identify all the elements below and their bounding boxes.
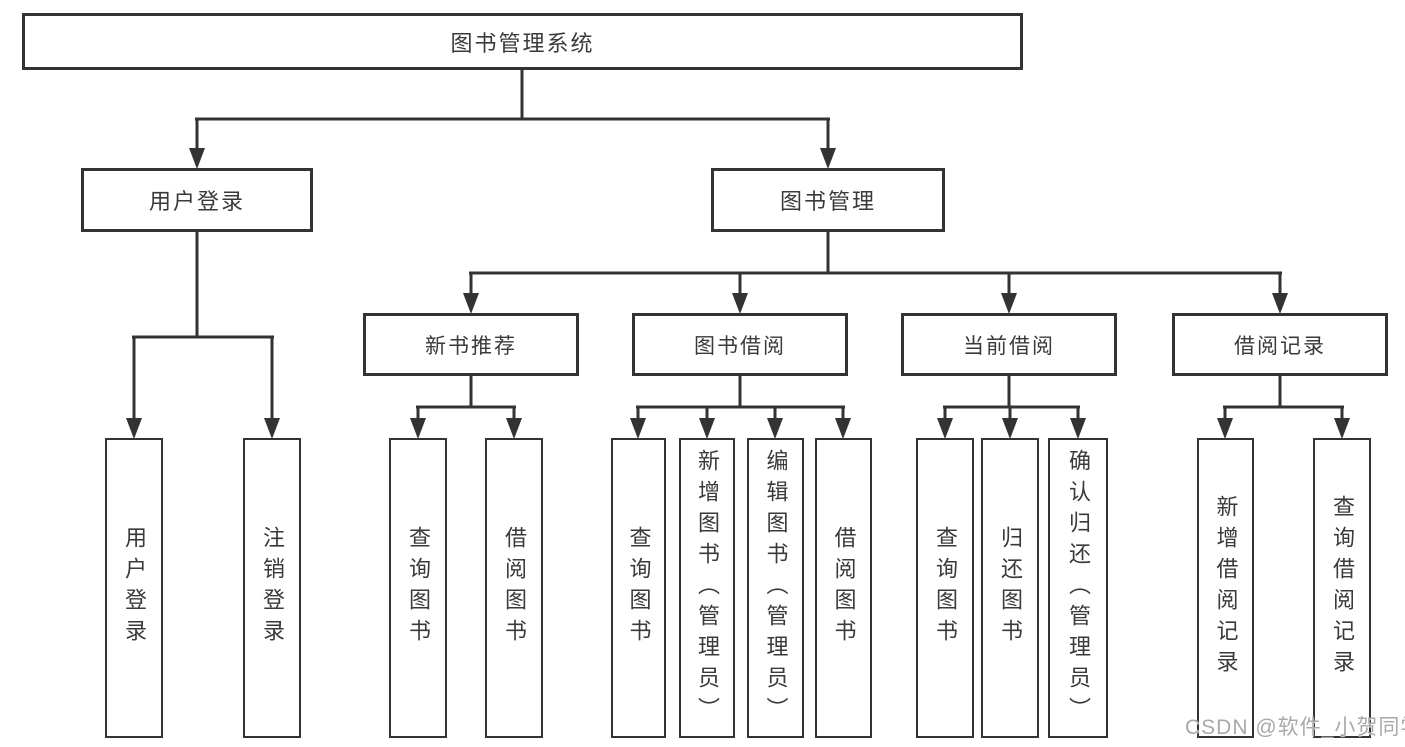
node-borrow-record-label: 借阅记录	[1234, 334, 1326, 358]
node-book-borrow: 图书借阅	[632, 313, 848, 376]
node-borrow-record: 借阅记录	[1172, 313, 1388, 376]
leaf-borrow-borrow-label: 借阅图书	[831, 526, 857, 650]
node-root-label: 图书管理系统	[450, 30, 595, 56]
node-user-login-label: 用户登录	[148, 189, 245, 214]
leaf-record-add: 新增借阅记录	[1197, 438, 1254, 738]
connector-bookborrow-to-leaves	[630, 376, 851, 439]
node-book-mgmt: 图书管理	[711, 168, 945, 232]
leaf-borrow-query-label: 查询图书	[626, 526, 652, 650]
leaf-borrow-edit: 编辑图书（管理员）	[747, 438, 804, 738]
node-new-book-label: 新书推荐	[425, 334, 517, 358]
leaf-current-return: 归还图书	[981, 438, 1039, 738]
leaf-newbook-query-label: 查询图书	[406, 526, 431, 650]
node-user-login: 用户登录	[81, 168, 313, 232]
leaf-borrow-query: 查询图书	[611, 438, 666, 738]
connector-currentborrow-to-leaves	[937, 376, 1086, 439]
leaf-logout-label: 注销登录	[260, 526, 285, 650]
node-current-borrow: 当前借阅	[901, 313, 1117, 376]
leaf-newbook-borrow-label: 借阅图书	[502, 526, 527, 650]
node-root: 图书管理系统	[22, 13, 1023, 70]
leaf-current-confirm-label: 确认归还（管理员）	[1066, 448, 1091, 728]
leaf-current-confirm: 确认归还（管理员）	[1048, 438, 1108, 738]
leaf-borrow-edit-label: 编辑图书（管理员）	[763, 448, 789, 728]
node-current-borrow-label: 当前借阅	[963, 334, 1055, 358]
connector-root-to-level2	[189, 70, 836, 169]
connector-borrowrecord-to-leaves	[1217, 376, 1350, 439]
node-new-book: 新书推荐	[363, 313, 579, 376]
leaf-user-login-label: 用户登录	[122, 526, 147, 650]
leaf-current-query-label: 查询图书	[933, 526, 958, 650]
leaf-newbook-borrow: 借阅图书	[485, 438, 543, 738]
node-book-mgmt-label: 图书管理	[779, 189, 876, 214]
leaf-record-query-label: 查询借阅记录	[1330, 495, 1355, 681]
connector-newbook-to-leaves	[410, 376, 522, 439]
leaf-borrow-add: 新增图书（管理员）	[679, 438, 735, 738]
leaf-newbook-query: 查询图书	[389, 438, 447, 738]
leaf-record-add-label: 新增借阅记录	[1213, 495, 1239, 681]
leaf-current-query: 查询图书	[916, 438, 974, 738]
connector-bookmgmt-to-level3	[463, 232, 1288, 314]
connector-userlogin-to-leaves	[126, 232, 280, 439]
leaf-user-login: 用户登录	[105, 438, 163, 738]
leaf-current-return-label: 归还图书	[998, 526, 1023, 650]
leaf-borrow-borrow: 借阅图书	[815, 438, 872, 738]
watermark: CSDN @软件_小贺同学	[1185, 716, 1405, 739]
node-book-borrow-label: 图书借阅	[694, 334, 786, 358]
leaf-logout: 注销登录	[243, 438, 301, 738]
leaf-borrow-add-label: 新增图书（管理员）	[695, 448, 720, 728]
leaf-record-query: 查询借阅记录	[1313, 438, 1371, 738]
